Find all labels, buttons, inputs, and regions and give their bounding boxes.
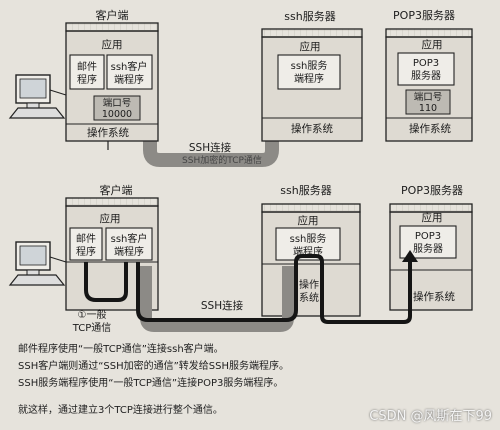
svg-text:ssh客户端程序: ssh客户端程序 [111,60,148,86]
client-title-bottom: 客户端 [100,183,133,197]
ssh-client-program-box [105,227,153,261]
os-vertical-label: 系统 [299,291,319,304]
ssh-client-program-label: ssh客户 [111,60,148,73]
arrow-head-icon [402,250,418,262]
ssh-server-title-top: ssh服务器 [284,10,335,23]
ssh-server-program-box [275,227,341,261]
pop3-server-program-label: POP3 [415,231,441,242]
mail-program-label: 程序 [76,245,96,258]
tunnel-text-top: SSH加密的TCP通信 [182,154,262,166]
caption-line: SSH服务端程序使用“一般TCP通信”连接POP3服务端程序。 [18,378,284,389]
caption-line: SSH客户端则通过“SSH加密的通信”转发给SSH服务端程序。 [18,361,290,372]
pop3-server-program-box [397,52,455,86]
os-label: 操作系统 [87,126,129,139]
os-label: 操作系统 [409,122,451,135]
ssh-client-program-box [106,54,153,90]
caption-line: 邮件程序使用“一般TCP通信”连接ssh客户端。 [18,344,224,355]
mail-program-label: 邮件 [76,232,96,245]
watermark: CSDN @风斯在下99 [369,409,492,424]
mail-program-box [69,227,103,261]
ssh-client-program-label: 端程序 [114,245,144,258]
mail-program-label: 邮件 [77,60,97,73]
os-label: 操作系统 [291,122,333,135]
app-label: 应用 [300,40,321,53]
pop3-server-program-label: POP3 [413,58,439,69]
pop3-server-title-bottom: POP3服务器 [401,184,463,197]
tcp-callout-label: TCP通信 [72,322,112,334]
app-label: 应用 [102,38,123,51]
pop3-server-program-label: 服务器 [411,69,441,82]
svg-text:POP3服务器: POP3服务器 [411,58,441,82]
svg-text:邮件程序: 邮件程序 [76,232,96,258]
app-label: 应用 [100,212,121,225]
os-label: 操作系统 [413,290,455,303]
os-vertical-label: 操作 [299,278,319,291]
ssh-server-program-label: ssh服务 [291,59,328,72]
svg-text:ssh服务端程序: ssh服务端程序 [291,59,328,85]
pop3-server-title-top: POP3服务器 [393,9,455,22]
client-title-top: 客户端 [96,8,129,22]
ssh-tunnel-pipe-top [143,104,279,167]
port-box [93,95,141,121]
ssh-client-program-label: 端程序 [114,73,144,86]
ssh-server-program-label: 端程序 [294,72,324,85]
ssh-server-program-box [277,54,341,90]
svg-text:操作系统: 操作系统 [299,278,319,304]
pop3-port-box [405,89,451,115]
app-label: 应用 [422,38,443,51]
pop3-port-value: 110 [419,103,437,114]
svg-text:邮件程序: 邮件程序 [77,60,97,86]
ssh-server-program-label: ssh服务 [290,232,327,245]
tcp-flow-path [84,254,412,324]
tcp-callout-label: ①一般 [78,308,107,321]
mail-program-box [69,54,105,90]
computer-icon [8,241,67,286]
ssh-client-program-label: ssh客户 [111,232,148,245]
pop3-server-program-label: 服务器 [413,242,443,255]
ssh-server-title-bottom: ssh服务器 [280,184,331,197]
app-label: 应用 [422,211,443,224]
svg-text:ssh客户端程序: ssh客户端程序 [111,232,148,258]
port-label: 端口号 [103,97,132,109]
computer-icon [8,74,67,119]
mail-program-label: 程序 [77,73,97,86]
ssh-connection-label-bottom: SSH连接 [201,299,244,312]
app-label: 应用 [298,214,319,227]
ssh-connection-label-top: SSH连接 [189,141,232,154]
caption-line: 就这样，通过建立3个TCP连接进行整个通信。 [18,405,223,416]
pop3-port-label: 端口号 [414,91,443,103]
svg-text:POP3服务器: POP3服务器 [413,231,443,255]
port-value: 10000 [102,109,132,120]
